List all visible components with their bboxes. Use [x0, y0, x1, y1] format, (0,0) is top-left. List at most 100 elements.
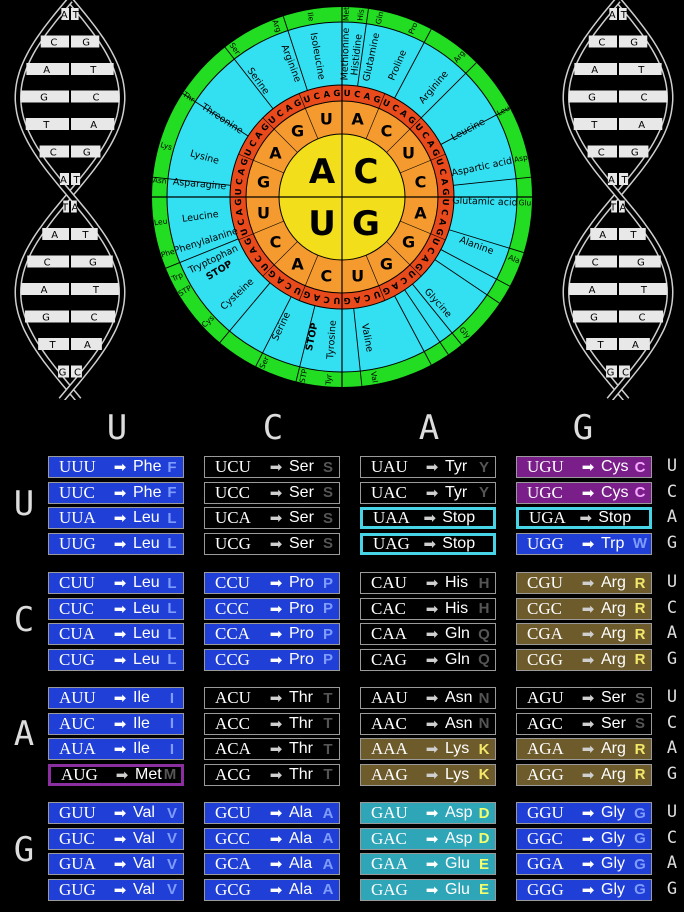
wheel-third-base: A [438, 178, 449, 186]
arrow-right-icon: ➡ [425, 740, 439, 758]
codon-text: UUG [59, 533, 96, 553]
wheel-third-base: U [234, 188, 244, 195]
wheel-divider [224, 47, 274, 110]
base-block [586, 338, 617, 350]
wheel-divider [262, 241, 298, 277]
base-letter: C [50, 148, 57, 159]
wheel-third-base: U [433, 157, 445, 167]
arrow-right-icon: ➡ [581, 689, 595, 707]
amino-acid-text: Thr [289, 689, 313, 706]
wheel-third-base: U [267, 115, 279, 127]
codon-text: UCG [215, 533, 251, 553]
amino-acid-text: Arg [601, 740, 626, 757]
amino-acid-text: Thr [289, 765, 313, 783]
wheel-amino-acid-abbr: Arg [270, 18, 283, 33]
amino-acid-text: Gln [445, 650, 470, 668]
base-letter: C [622, 368, 629, 379]
base-letter: C [91, 313, 98, 324]
arrow-right-icon: ➡ [269, 650, 283, 669]
wheel-divider [298, 255, 319, 301]
wheel-divider [386, 117, 422, 153]
wheel-amino-acid-abbr: Ala [507, 253, 521, 265]
amino-acid-letter: R [634, 574, 646, 592]
wheel-divider [412, 283, 462, 345]
amino-acid-letter: G [634, 804, 646, 822]
wheel-third-base: U [239, 227, 251, 237]
wheel-third-base: A [275, 274, 287, 286]
wheel-third-base: U [333, 295, 340, 305]
base-block [587, 145, 617, 158]
wheel-divider [182, 93, 249, 137]
wheel-third-base: C [275, 108, 286, 120]
wheel-amino-acid-name: Tyrosine [325, 320, 339, 361]
amino-acid-text: Gly [601, 804, 625, 821]
wheel-third-base: C [323, 293, 331, 304]
wheel-third-base: C [363, 291, 371, 302]
arrow-right-icon: ➡ [269, 483, 283, 502]
arrow-right-icon: ➡ [269, 804, 283, 822]
wheel-third-base: G [243, 236, 255, 247]
wheel-third-base: G [412, 260, 424, 272]
amino-acid-text: Arg [601, 599, 626, 617]
codon-text: AGA [527, 739, 564, 758]
wheel-second-base: U [351, 266, 364, 285]
wheel-amino-acid-abbr: Gln [374, 11, 385, 25]
amino-acid-letter: G [634, 830, 646, 847]
wheel-divider [448, 229, 524, 253]
codon-text: CUA [59, 624, 95, 643]
amino-acid-letter: Y [478, 458, 489, 476]
amino-acid-text: Trp [601, 534, 625, 552]
wheel-amino-acid-abbr: Val [369, 371, 380, 384]
wheel-third-base: C [390, 103, 401, 115]
wheel-amino-acid-abbr: Leu [153, 217, 168, 228]
amino-acid-text: Leu [133, 509, 160, 526]
codon-text: UUC [59, 482, 95, 502]
codon-text: ACG [215, 764, 251, 784]
amino-acid-text: Asp [445, 829, 473, 847]
base-letter: T [597, 340, 605, 351]
wheel-amino-acid-abbr: Met [342, 7, 351, 21]
amino-acid-letter: S [322, 509, 333, 527]
wheel-third-base: A [323, 90, 331, 101]
amino-acid-letter: Q [478, 625, 490, 643]
amino-acid-letter: P [322, 625, 333, 643]
wheel-third-base: C [398, 274, 409, 286]
codon-text: GAU [371, 803, 408, 822]
base-letter: A [619, 203, 626, 214]
wheel-third-base: A [353, 293, 361, 304]
wheel-divider [420, 62, 477, 119]
amino-acid-letter: K [478, 740, 490, 758]
amino-acid-letter: L [167, 600, 177, 617]
wheel-divider [394, 29, 432, 99]
base-letter: A [84, 340, 91, 351]
base-block [25, 118, 69, 130]
column-header-c: C [262, 408, 284, 448]
base-letter: G [59, 368, 67, 379]
amino-acid-letter: S [322, 535, 333, 552]
wheel-third-base: U [429, 236, 441, 247]
amino-acid-letter: D [478, 804, 490, 822]
wheel-third-base: U [412, 122, 424, 134]
base-letter: G [630, 38, 638, 49]
base-letter: C [598, 148, 605, 159]
amino-acid-letter: L [167, 574, 177, 592]
codon-text: CCG [215, 649, 250, 669]
base-letter: G [42, 313, 50, 324]
third-base-label: C [666, 597, 678, 618]
arrow-right-icon: ➡ [581, 458, 595, 476]
codon-cell-uga: UGA➡Stop [516, 507, 652, 529]
codon-text: AUA [59, 739, 96, 758]
amino-acid-text: Lys [445, 740, 470, 757]
base-block [71, 283, 119, 295]
amino-acid-letter: A [322, 830, 334, 847]
base-letter: T [72, 10, 80, 21]
dna-strand-inner [15, 0, 124, 400]
base-block [590, 228, 617, 240]
